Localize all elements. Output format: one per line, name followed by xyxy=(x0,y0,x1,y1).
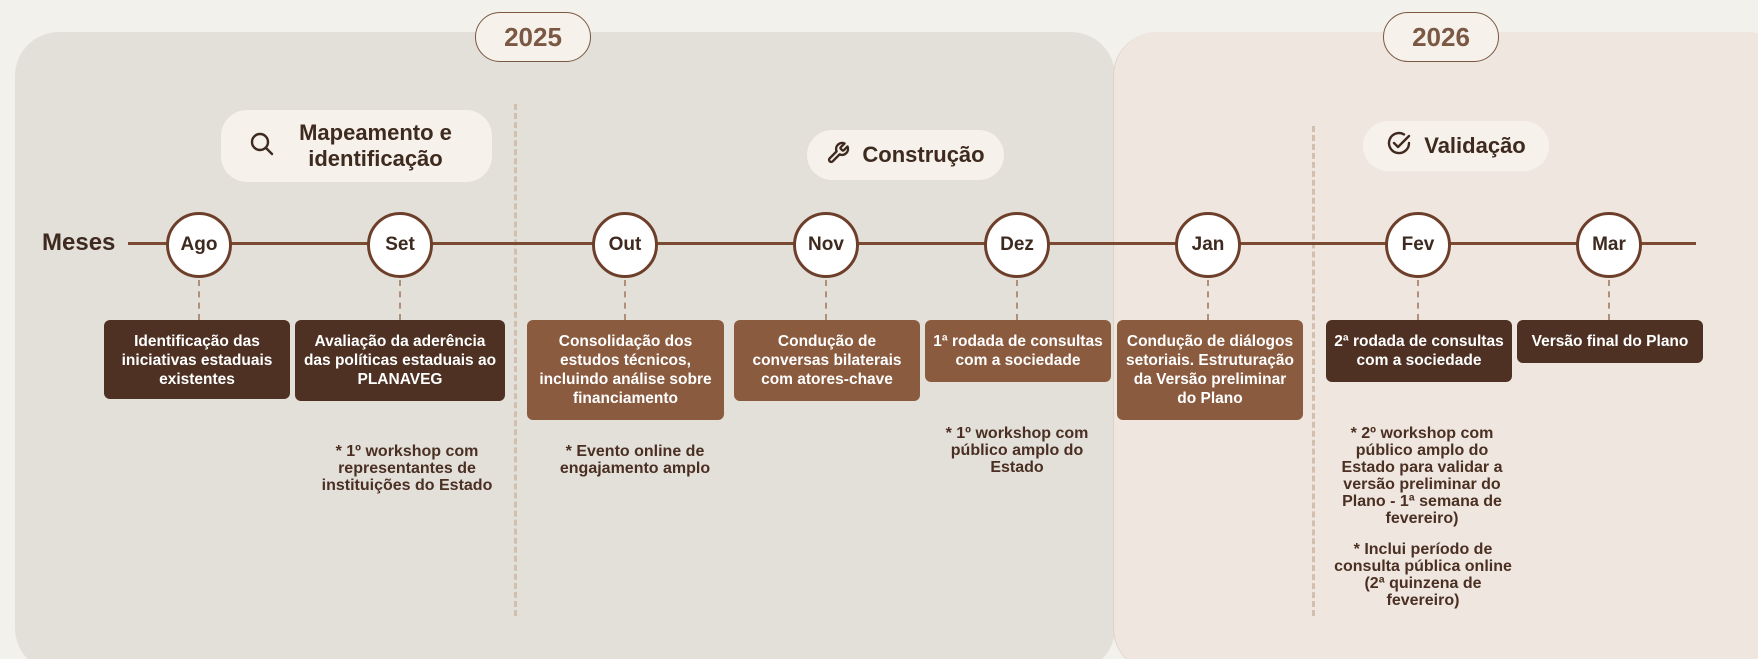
phase-validacao: Validação xyxy=(1363,121,1549,171)
activity-card-nov: Condução de conversas bilaterais com ato… xyxy=(734,320,920,401)
search-icon xyxy=(249,131,275,162)
phase-construcao: Construção xyxy=(807,130,1004,180)
month-node-ago: Ago xyxy=(166,212,232,278)
phase-label: Validação xyxy=(1424,133,1526,158)
timeline-axis xyxy=(128,242,1696,245)
month-node-jan: Jan xyxy=(1175,212,1241,278)
note-dez: * 1º workshop com público amplo do Estad… xyxy=(945,425,1089,476)
year-badge-2025: 2025 xyxy=(475,12,591,62)
activity-card-jan: Condução de diálogos setoriais. Estrutur… xyxy=(1117,320,1303,420)
connector-nov xyxy=(825,280,827,320)
connector-out xyxy=(624,280,626,320)
month-node-nov: Nov xyxy=(793,212,859,278)
note-out: * Evento online de engajamento amplo xyxy=(559,443,711,477)
phase-divider-1 xyxy=(514,104,517,616)
activity-card-out: Consolidação dos estudos técnicos, inclu… xyxy=(527,320,724,420)
connector-dez xyxy=(1016,280,1018,320)
phase-mapeamento: Mapeamento e identificação xyxy=(221,110,492,182)
month-node-set: Set xyxy=(367,212,433,278)
activity-card-fev: 2ª rodada de consultas com a sociedade xyxy=(1326,320,1512,382)
connector-set xyxy=(399,280,401,320)
check-circle-icon xyxy=(1386,131,1412,162)
wrench-icon xyxy=(826,141,850,170)
connector-jan xyxy=(1207,280,1209,320)
year-badge-2026: 2026 xyxy=(1383,12,1499,62)
activity-card-set: Avaliação da aderência das políticas est… xyxy=(295,320,505,401)
activity-card-ago: Identificação das iniciativas estaduais … xyxy=(104,320,290,399)
phase-label: Mapeamento e identificação xyxy=(299,120,452,171)
phase-divider-2 xyxy=(1312,126,1315,616)
note-fev-consulta: * Inclui período de consulta pública onl… xyxy=(1334,541,1512,609)
month-node-out: Out xyxy=(592,212,658,278)
connector-fev xyxy=(1417,280,1419,320)
month-node-mar: Mar xyxy=(1576,212,1642,278)
month-node-dez: Dez xyxy=(984,212,1050,278)
activity-card-mar: Versão final do Plano xyxy=(1517,320,1703,363)
connector-mar xyxy=(1608,280,1610,320)
phase-label: Construção xyxy=(862,142,985,167)
month-node-fev: Fev xyxy=(1385,212,1451,278)
activity-card-dez: 1ª rodada de consultas com a sociedade xyxy=(925,320,1111,382)
note-fev-workshop: * 2º workshop com público amplo do Estad… xyxy=(1341,425,1503,527)
axis-label: Meses xyxy=(42,229,116,256)
connector-ago xyxy=(198,280,200,320)
note-set: * 1º workshop com representantes de inst… xyxy=(321,443,493,494)
